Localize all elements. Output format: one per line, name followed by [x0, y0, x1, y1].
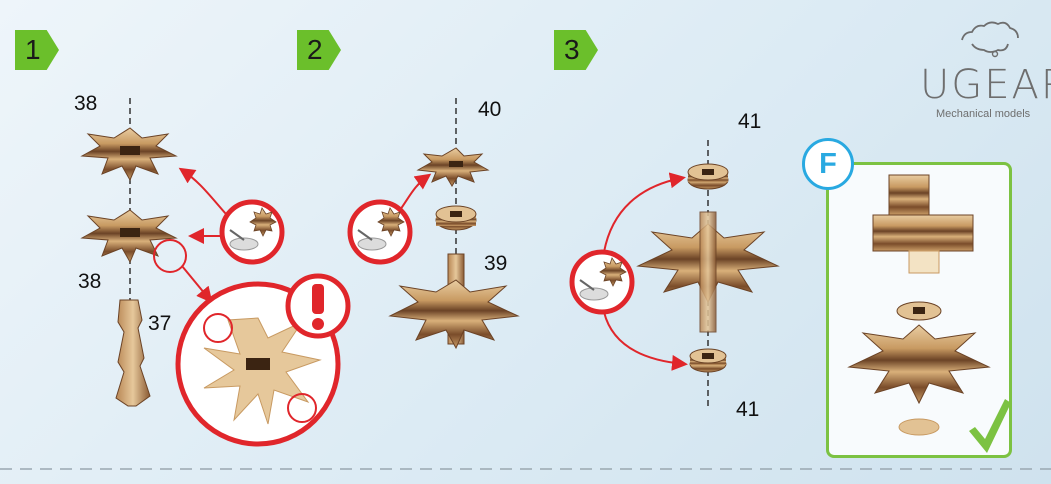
part-40 — [418, 148, 488, 186]
part-label-39: 39 — [484, 252, 507, 276]
final-top-part — [873, 175, 973, 273]
glue-pot-icon — [222, 202, 282, 262]
part-label-37: 37 — [148, 312, 171, 336]
part-38-bottom — [82, 210, 176, 262]
part-label-38-bottom: 38 — [78, 270, 101, 294]
final-badge: F — [802, 138, 854, 190]
part-41-bottom — [690, 349, 726, 372]
final-assembly-illustration — [829, 165, 1009, 455]
part-label-41-top: 41 — [738, 110, 761, 134]
glue-pot-icon — [572, 252, 632, 312]
gear-logo-icon — [962, 22, 1018, 56]
brand-tagline: Mechanical models — [936, 108, 1030, 120]
part-37 — [116, 300, 150, 406]
brand-name: UGEARS — [920, 62, 1051, 108]
step-2-number: 2 — [307, 34, 323, 66]
part-label-41-bottom: 41 — [736, 398, 759, 422]
final-badge-letter: F — [805, 148, 851, 181]
part-38-top — [82, 128, 176, 180]
part-label-40: 40 — [478, 98, 501, 122]
step-1-number: 1 — [25, 34, 41, 66]
part-label-38-top: 38 — [74, 92, 97, 116]
part-41-top — [688, 164, 728, 189]
final-bottom-part — [849, 302, 989, 435]
check-mark-icon — [969, 399, 1009, 453]
glue-pot-icon — [350, 202, 410, 262]
step-3-number: 3 — [564, 34, 580, 66]
assembled-gear-stack — [638, 212, 778, 332]
warning-icon — [288, 276, 348, 336]
part-39 — [436, 206, 476, 230]
final-assembly-panel — [826, 162, 1012, 458]
